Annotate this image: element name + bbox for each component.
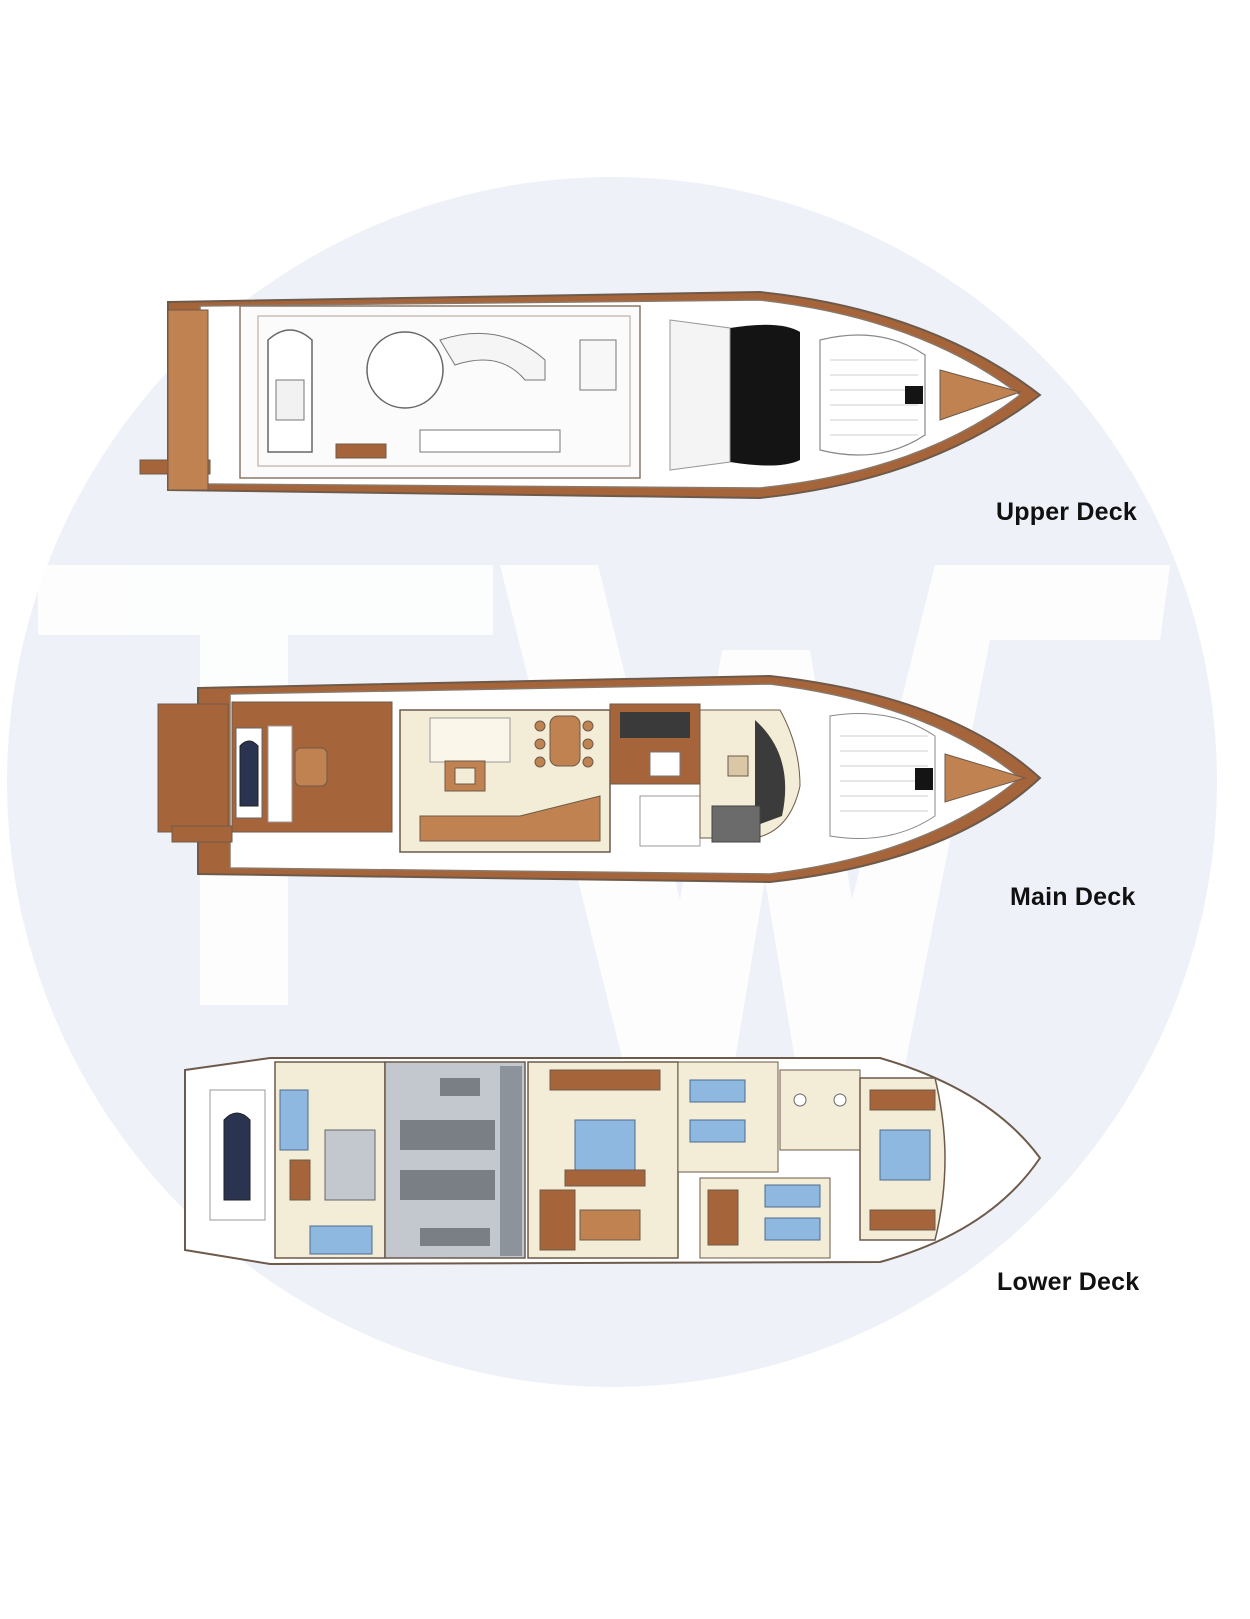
main-deck: Main Deck	[0, 666, 1250, 911]
main-deck-plan	[157, 674, 1042, 884]
lower-deck-plan	[184, 1057, 1042, 1266]
lower-deck-label: Lower Deck	[997, 1268, 1140, 1296]
lower-deck: Lower Deck	[0, 1050, 1250, 1296]
upper-deck: Upper Deck	[0, 280, 1250, 526]
upper-deck-plan	[139, 290, 1042, 500]
main-deck-label: Main Deck	[1010, 883, 1136, 911]
upper-deck-label: Upper Deck	[996, 498, 1137, 526]
